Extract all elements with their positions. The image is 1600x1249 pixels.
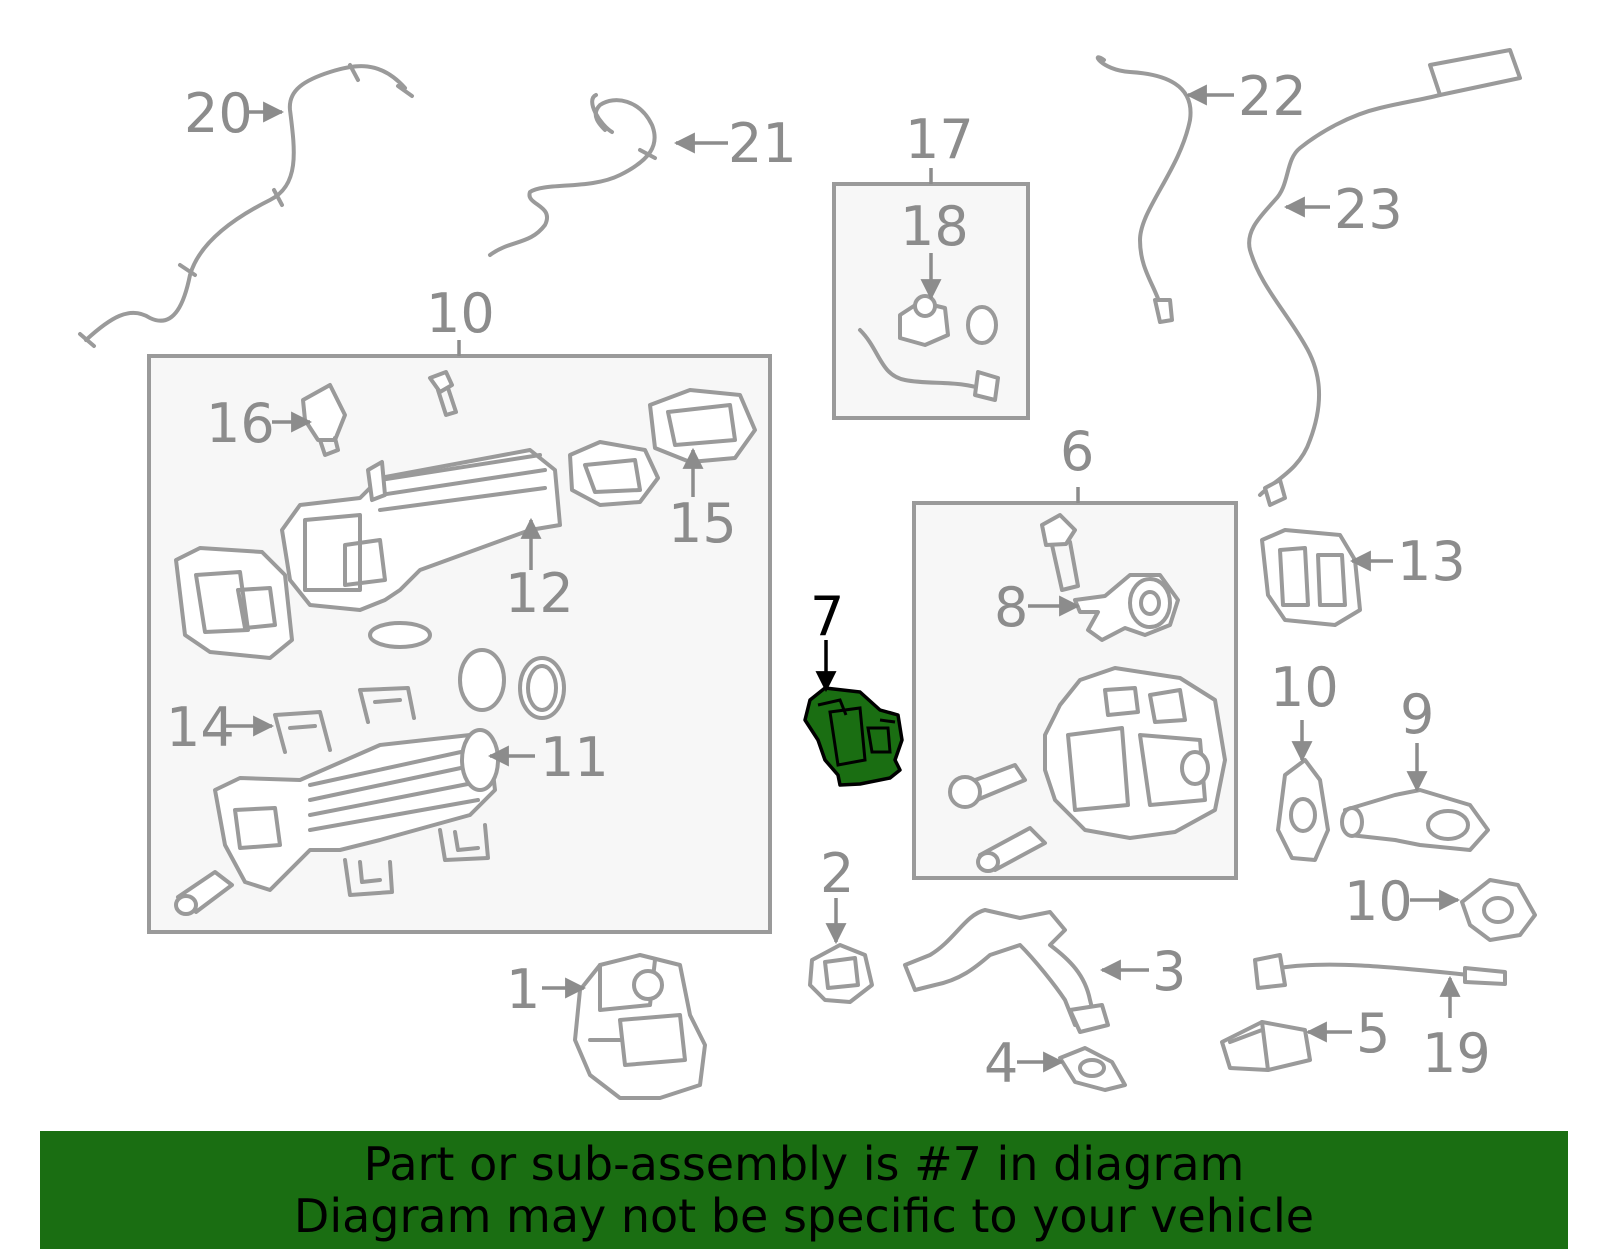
callout-19: 18 xyxy=(900,195,969,258)
callout-20: 19 xyxy=(1422,1022,1491,1085)
callout-9: 9 xyxy=(1400,683,1434,746)
part-11-bolt[interactable] xyxy=(428,370,458,417)
callout-15: 14 xyxy=(166,696,235,759)
part-15-clips[interactable] xyxy=(273,686,490,897)
info-banner: Part or sub-assembly is #7 in diagram Di… xyxy=(40,1131,1568,1249)
callout-4: 4 xyxy=(984,1032,1018,1095)
part-4-gasket[interactable] xyxy=(1058,1046,1127,1092)
part-23-wire[interactable] xyxy=(1095,55,1193,324)
callout-5: 5 xyxy=(1356,1002,1390,1065)
banner-line-2: Diagram may not be specific to your vehi… xyxy=(293,1189,1315,1243)
part-22-hose[interactable] xyxy=(488,93,657,257)
part-14-gasket[interactable] xyxy=(1260,528,1362,627)
banner-line-1: Part or sub-assembly is #7 in diagram xyxy=(363,1137,1245,1191)
part-12-egr-cooler[interactable] xyxy=(174,728,500,916)
part-9-fitting[interactable] xyxy=(1340,788,1490,852)
callout-23: 22 xyxy=(1238,65,1307,128)
callout-1: 1 xyxy=(506,958,540,1021)
part-7-highlighted[interactable] xyxy=(803,686,904,787)
part-3-pipe[interactable] xyxy=(903,908,1110,1034)
part-20-sensor[interactable] xyxy=(1253,953,1507,990)
part-5-bracket[interactable] xyxy=(1220,1020,1312,1072)
callout-13: 12 xyxy=(505,562,574,625)
callout-8: 8 xyxy=(994,576,1028,639)
callout-21: 20 xyxy=(184,82,253,145)
callout-18: 17 xyxy=(905,108,974,171)
part-2-gasket[interactable] xyxy=(808,943,874,1004)
callout-17: 16 xyxy=(206,392,275,455)
part-6-bolt[interactable] xyxy=(1040,513,1080,592)
callout-7: 7 xyxy=(810,585,844,648)
part-11-seals[interactable] xyxy=(368,621,566,720)
callout-22: 21 xyxy=(728,112,797,175)
callout-11: 10 xyxy=(426,282,495,345)
part-16-cover[interactable] xyxy=(568,388,757,507)
part-10-gasket-lower[interactable] xyxy=(1460,878,1537,942)
part-8-actuator[interactable] xyxy=(1073,573,1180,642)
part-19-sensor[interactable] xyxy=(858,294,1000,402)
callout-14: 13 xyxy=(1397,530,1466,593)
part-10-gasket-upper[interactable] xyxy=(1276,758,1330,862)
part-11-gasket[interactable] xyxy=(174,546,294,660)
part-21-hose[interactable] xyxy=(78,63,414,348)
part-24-harness[interactable] xyxy=(1247,48,1522,507)
callout-2: 2 xyxy=(820,842,854,905)
callout-3: 3 xyxy=(1152,940,1186,1003)
callout-6: 6 xyxy=(1060,420,1094,483)
callout-10-lower: 10 xyxy=(1344,870,1413,933)
callout-16: 15 xyxy=(668,492,737,555)
callout-24: 23 xyxy=(1334,178,1403,241)
callout-10-upper: 10 xyxy=(1270,656,1339,719)
part-1-egr-valve[interactable] xyxy=(573,953,707,1100)
part-6-egr-body[interactable] xyxy=(948,666,1227,873)
callout-12: 11 xyxy=(540,726,609,789)
